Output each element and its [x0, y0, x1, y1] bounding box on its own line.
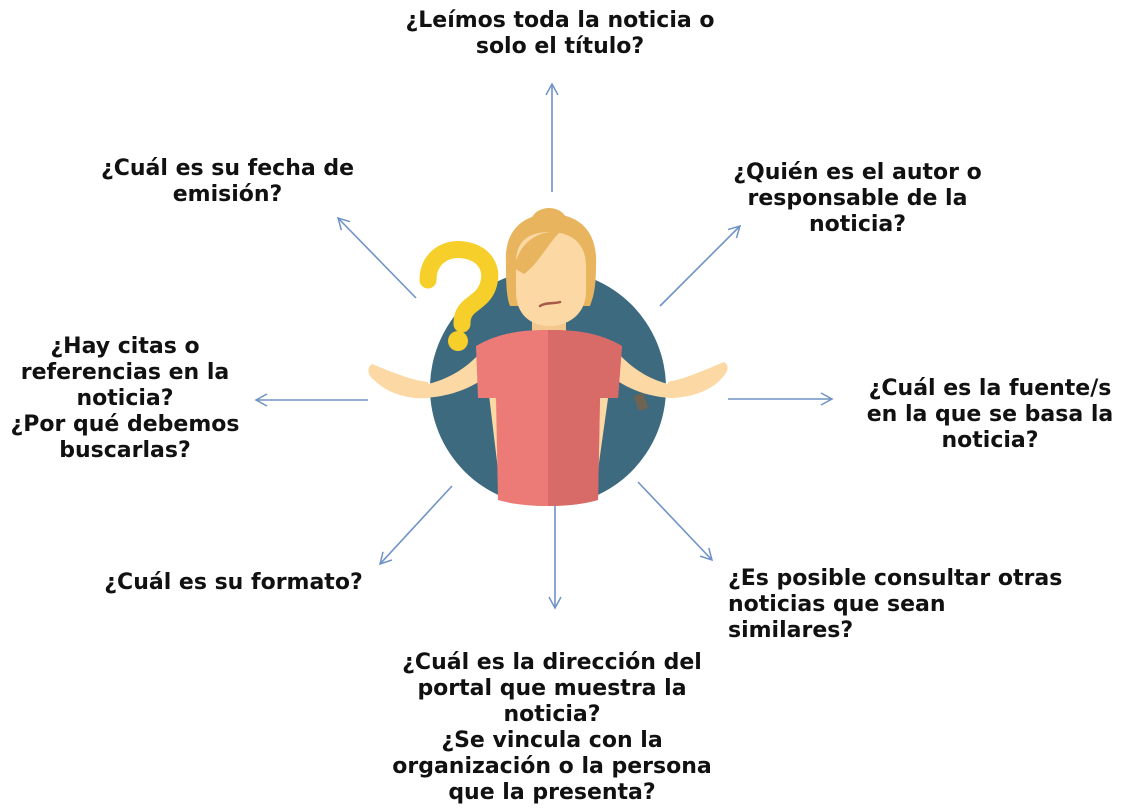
question-read-whole-article: ¿Leímos toda la noticia o solo el título…: [405, 8, 715, 59]
arrow-top-right: [659, 224, 742, 307]
question-publication-date: ¿Cuál es su fecha de emisión?: [100, 156, 355, 207]
arrows: [254, 82, 834, 610]
question-citations: ¿Hay citas o referencias en la noticia? …: [10, 334, 240, 463]
question-author: ¿Quién es el autor o responsable de la n…: [733, 160, 982, 237]
left-hand: [368, 364, 430, 399]
question-mark-icon: [419, 241, 499, 351]
question-format: ¿Cuál es su formato?: [104, 570, 363, 595]
mouth: [538, 300, 562, 308]
hair-fringe: [514, 231, 560, 274]
question-portal-address: ¿Cuál es la dirección del portal que mue…: [392, 650, 712, 805]
right-hand: [668, 362, 728, 398]
question-sources: ¿Cuál es la fuente/s en la que se basa l…: [866, 376, 1114, 453]
wristwatch: [634, 393, 648, 411]
arrow-bottom-left: [378, 485, 453, 566]
question-similar-news: ¿Es posible consultar otras noticias que…: [728, 566, 1063, 643]
arrow-top-left: [336, 216, 417, 299]
shirt-shadow: [548, 330, 622, 506]
arrow-bottom-right: [637, 481, 714, 562]
right-arm: [604, 346, 676, 398]
left-arm: [420, 346, 494, 398]
confused-woman-shrugging-icon: [368, 208, 728, 506]
